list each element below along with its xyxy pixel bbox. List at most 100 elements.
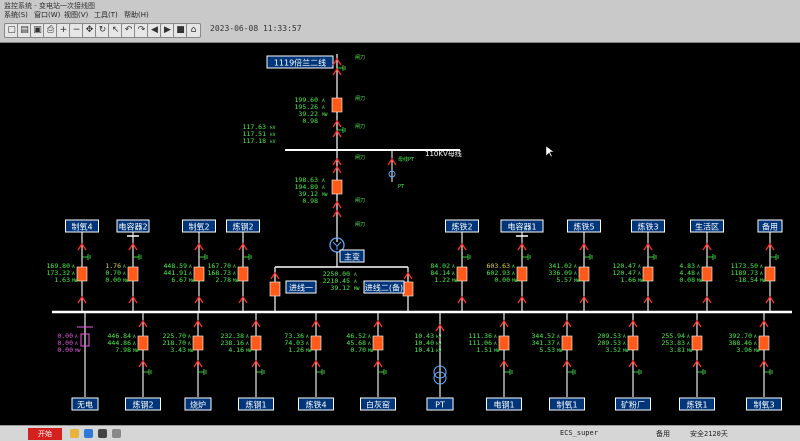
feeder-top-unit: A	[72, 264, 75, 270]
feeder-bottom-value: 74.03	[284, 339, 304, 347]
feeder-bottom-label[interactable]: 炼铁1	[679, 397, 715, 411]
feeder-bottom-label[interactable]: 烧炉	[184, 397, 212, 411]
menu-item[interactable]: 系统(S)	[4, 11, 28, 19]
incomer1-label[interactable]: 进线一	[285, 280, 317, 294]
feeder-top-isolator	[457, 242, 467, 251]
feeder-bottom-unit: kV	[436, 341, 442, 347]
tf-isolator-1	[332, 157, 342, 166]
feeder-bottom-label[interactable]: 炼铁4	[298, 397, 334, 411]
feeder-bottom-unit: A	[754, 341, 757, 347]
feeder-top-label[interactable]: 制氧4	[65, 219, 99, 233]
breaker1-value: 0.98	[302, 117, 318, 125]
incoming-line-label-text: 1119倍兰二线	[274, 58, 326, 68]
feeder-bottom-label-text: PT	[435, 401, 445, 410]
feeder-bottom-ground	[697, 369, 706, 375]
feeder-bottom-unit: MW	[754, 348, 760, 354]
feeder-bottom-ground	[143, 369, 152, 375]
settings-icon[interactable]	[112, 429, 121, 438]
feeder-top-value: 603.63	[487, 262, 511, 270]
feeder-top-unit: A	[512, 271, 515, 277]
incoming-line-label[interactable]: 1119倍兰二线	[266, 55, 334, 69]
zoom-out-icon[interactable]: −	[69, 23, 84, 38]
feeder-bottom-unit: A	[368, 334, 371, 340]
feeder-bottom-label[interactable]: 炼钢2	[125, 397, 161, 411]
feeder-top-isolator	[579, 242, 589, 251]
feeder-top-label[interactable]: 炼铁2	[445, 219, 479, 233]
feeder-top-breaker	[516, 266, 528, 282]
line-voltage-unit: kV	[270, 125, 276, 131]
menu-item[interactable]: 帮助(H)	[124, 11, 149, 19]
feeder-top-label[interactable]: 制氧2	[182, 219, 216, 233]
browser-icon[interactable]	[84, 429, 93, 438]
feeder-bottom-unit: A	[306, 341, 309, 347]
feeder-bottom-unit: A	[188, 341, 191, 347]
feeder-top-breaker	[578, 266, 590, 282]
feeder-top-breaker	[642, 266, 654, 282]
feeder-top-breaker	[764, 266, 776, 282]
feeder-bottom-label[interactable]: 无电	[71, 397, 99, 411]
feeder-bottom-value: 341.37	[532, 339, 556, 347]
feeder-bottom-isolator-low	[251, 359, 261, 368]
forward-icon[interactable]: ▶	[160, 23, 175, 38]
undo-icon[interactable]: ↶	[121, 23, 136, 38]
feeder-top-label[interactable]: 炼铁3	[631, 219, 665, 233]
transformer-label[interactable]: 主变	[339, 249, 365, 263]
feeder-bottom-label[interactable]: 矿粉厂	[615, 397, 651, 411]
open-icon[interactable]: ▤	[17, 23, 32, 38]
feeder-bottom-label[interactable]: 电钢1	[486, 397, 522, 411]
feeder-top-label[interactable]: 炼铁5	[567, 219, 601, 233]
incomer2-label[interactable]: 进线二(备)	[363, 280, 405, 294]
terminal-icon[interactable]	[98, 429, 107, 438]
menu-item[interactable]: 工具(T)	[94, 11, 118, 19]
feeder-top-breaker	[193, 266, 205, 282]
feeder-bottom-isolator-low	[311, 359, 321, 368]
feeder-top-isolator-low	[128, 295, 138, 304]
pt-isolator-low	[435, 323, 445, 332]
tf-isolator-3	[332, 200, 342, 209]
feeder-top-isolator-low	[238, 295, 248, 304]
breaker2-unit: A	[322, 178, 325, 184]
print-icon[interactable]: ⎙	[43, 23, 58, 38]
taskbar-app[interactable]: ECS_super	[560, 429, 598, 437]
feeder-top-label[interactable]: 炼钢2	[226, 219, 260, 233]
feeder-top-ground	[462, 254, 471, 260]
feeder-bottom-ground	[316, 369, 325, 375]
feeder-bottom-label[interactable]: 炼钢1	[238, 397, 274, 411]
feeder-top-value: 1.63	[54, 276, 70, 284]
breaker2-value: 198.63	[295, 176, 319, 184]
feeder-top-value: 169.80	[47, 262, 71, 270]
feeder-top-label[interactable]: 备用	[757, 219, 783, 233]
feeder-top-breaker	[456, 266, 468, 282]
feeder-bottom-unit: MW	[557, 348, 563, 354]
feeder-top-value: 441.91	[164, 269, 188, 277]
feeder-top-value: 1189.73	[731, 269, 758, 277]
feeder-bottom-label[interactable]: PT	[426, 397, 454, 411]
feeder-top-value: 84.14	[430, 269, 450, 277]
feeder-bottom-label-text: 制氧3	[753, 400, 774, 410]
feeder-bottom-label[interactable]: 白灰窑	[360, 397, 396, 411]
knife-label-2: 闸刀	[355, 95, 365, 102]
menu-item[interactable]: 窗口(W)	[34, 11, 61, 19]
incomer2-isolator	[403, 271, 413, 280]
status-safety: 安全2120天	[690, 430, 728, 438]
feeder-top-label-text: 炼钢2	[232, 222, 253, 232]
incomer2-label-text: 进线二(备)	[365, 283, 403, 293]
incomer1-isolator	[270, 271, 280, 280]
folder-icon[interactable]	[70, 429, 79, 438]
feeder-top-label[interactable]: 电容器2	[116, 219, 150, 233]
feeder-bottom-unit: kV	[436, 334, 442, 340]
home-icon[interactable]: ⌂	[186, 23, 201, 38]
feeder-top-unit: A	[452, 271, 455, 277]
feeder-top-label[interactable]: 生活区	[690, 219, 724, 233]
feeder-top-label[interactable]: 电容器1	[500, 219, 544, 233]
incomer1-breaker	[269, 281, 281, 297]
pt-isolator	[387, 157, 397, 166]
menu-item[interactable]: 视图(V)	[64, 11, 89, 19]
feeder-bottom-ground	[504, 369, 513, 375]
feeder-bottom-label[interactable]: 制氧1	[549, 397, 585, 411]
feeder-top-unit: A	[512, 264, 515, 270]
feeder-bottom-label-text: 白灰窑	[366, 400, 390, 410]
app-toolbar: 监控系统 - 变电站一次接线图 系统(S)窗口(W)视图(V)工具(T)帮助(H…	[0, 0, 800, 43]
feeder-bottom-label[interactable]: 制氧3	[746, 397, 782, 411]
start-button[interactable]: 开始	[28, 428, 62, 440]
